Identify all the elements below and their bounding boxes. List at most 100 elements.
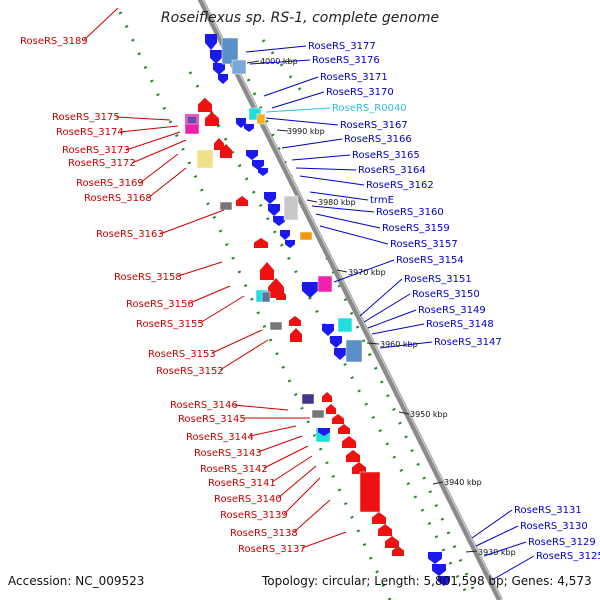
gene-label-reverse: RoseRS_3174: [56, 127, 124, 138]
gene-label-forward: RoseRS_3177: [308, 41, 376, 52]
gene-feature: [221, 37, 239, 65]
gene-feature: [256, 113, 266, 125]
leader-line: [271, 91, 325, 109]
gene-feature: [342, 436, 356, 448]
leader-line: [219, 339, 269, 371]
gene-label-reverse: RoseRS_3175: [52, 112, 120, 123]
leader-line: [233, 404, 289, 411]
gene-feature: [301, 393, 315, 405]
leader-line: [189, 285, 231, 304]
leader-line: [265, 107, 331, 113]
genome-backbone-highlight: [202, 0, 503, 600]
leader-line: [245, 45, 307, 53]
gene-label-reverse: RoseRS_3158: [114, 272, 182, 283]
leader-line: [257, 435, 303, 453]
tick-track-2: [228, 37, 480, 600]
leader-line: [147, 167, 187, 199]
gene-feature: [428, 552, 442, 564]
gene-feature: [220, 144, 232, 158]
leader-line: [177, 261, 223, 277]
gene-feature: [261, 291, 271, 303]
gene-feature: [285, 240, 295, 248]
leader-line: [295, 167, 357, 171]
gene-label-reverse: RoseRS_3141: [208, 478, 276, 489]
gene-label-reverse: RoseRS_3153: [148, 349, 216, 360]
kbp-tick-6: [398, 411, 410, 415]
leader-line: [319, 225, 389, 245]
gene-feature: [352, 462, 366, 474]
gene-label-forward: RoseRS_3170: [326, 87, 394, 98]
genome-backbone: [197, 0, 503, 600]
leader-line: [301, 531, 347, 549]
leader-line: [211, 329, 263, 354]
gene-feature: [334, 348, 346, 360]
gene-feature: [236, 118, 246, 128]
gene-label-forward: RoseRS_3125: [536, 551, 600, 562]
gene-label-forward: RoseRS_3160: [376, 207, 444, 218]
leader-line: [277, 465, 317, 499]
gene-label-forward: RoseRS_3129: [528, 537, 596, 548]
kbp-tick-8: [465, 550, 478, 553]
gene-label-forward: RoseRS_3167: [340, 120, 408, 131]
leader-line: [309, 191, 369, 201]
gene-feature: [378, 524, 392, 536]
gene-label-forward: RoseRS_3166: [344, 134, 412, 145]
leader-line: [263, 445, 309, 469]
gene-label-forward: RoseRS_3148: [426, 319, 494, 330]
gene-feature: [345, 339, 363, 363]
kbp-tick-2: [276, 129, 289, 132]
gene-label-reverse: RoseRS_3172: [68, 158, 136, 169]
kbp-marker-label: 3970 kbp: [348, 268, 386, 277]
leader-line: [299, 175, 365, 186]
gene-label-forward: RoseRS_3131: [514, 505, 582, 516]
gene-label-reverse: RoseRS_3152: [156, 366, 224, 377]
leader-line: [125, 131, 181, 151]
gene-feature: [318, 428, 330, 436]
leader-line: [263, 76, 319, 97]
kbp-tick-7: [432, 481, 444, 485]
gene-feature: [299, 231, 313, 241]
gene-feature: [210, 50, 222, 64]
gene-label-forward: RoseRS_3150: [412, 289, 480, 300]
leader-line: [249, 59, 311, 65]
gene-label-reverse: RoseRS_3144: [186, 432, 254, 443]
leader-line: [281, 138, 343, 149]
leader-line: [483, 541, 527, 557]
leader-line: [363, 293, 411, 323]
gene-feature: [246, 150, 258, 160]
gene-feature: [302, 282, 318, 298]
leader-line: [371, 323, 425, 335]
gene-label-forward: RoseRS_3151: [404, 274, 472, 285]
gene-feature: [311, 409, 325, 419]
gene-label-forward: RoseRS_3130: [520, 521, 588, 532]
leader-line: [119, 125, 179, 133]
gene-feature: [322, 392, 332, 402]
leader-line: [271, 455, 313, 483]
gene-label-reverse: RoseRS_3137: [238, 544, 306, 555]
leader-line: [159, 209, 225, 235]
leader-line: [333, 259, 395, 283]
leader-line: [115, 116, 171, 121]
gene-feature: [273, 216, 285, 226]
gene-feature: [289, 316, 301, 326]
accession-text: Accession: NC_009523: [8, 574, 145, 588]
gene-feature: [260, 262, 274, 280]
kbp-marker-label: 3950 kbp: [410, 410, 448, 419]
leader-line: [199, 295, 245, 324]
gene-label-reverse: RoseRS_3139: [220, 510, 288, 521]
gene-feature: [280, 230, 290, 240]
gene-label-reverse: RoseRS_3143: [194, 448, 262, 459]
leader-line: [475, 525, 519, 547]
gene-feature: [219, 201, 233, 211]
gene-feature: [330, 336, 342, 348]
gene-feature: [205, 112, 219, 126]
gene-label-reverse: RoseRS_3138: [230, 528, 298, 539]
kbp-marker-label: 3940 kbp: [444, 478, 482, 487]
leader-line: [291, 154, 351, 161]
leader-line: [315, 213, 381, 229]
leader-line: [293, 499, 331, 533]
gene-feature: [186, 115, 198, 125]
kbp-marker-label: 3960 kbp: [380, 340, 418, 349]
leader-line: [139, 153, 179, 184]
